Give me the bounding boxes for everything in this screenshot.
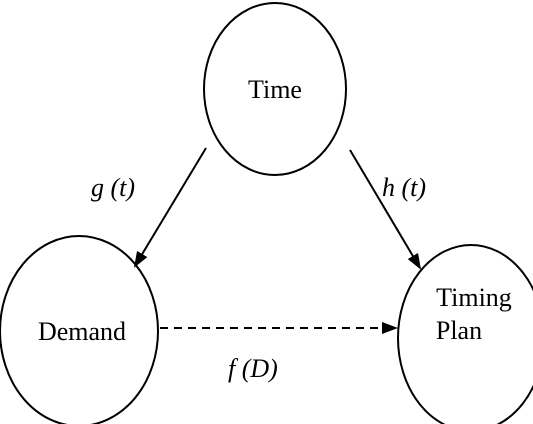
edge-time-to-timing-plan-arrow bbox=[349, 149, 422, 270]
node-timing-plan-label-line2: Plan bbox=[436, 316, 482, 345]
node-timing-plan-label-line1: Timing bbox=[436, 283, 512, 312]
node-time-ellipse bbox=[203, 2, 347, 176]
edge-time-to-demand-arrow bbox=[133, 147, 207, 268]
node-time-label: Time bbox=[248, 75, 302, 104]
edge-time-to-demand-label: g (t) bbox=[91, 173, 135, 202]
node-time: Time bbox=[203, 2, 347, 176]
node-demand: Demand bbox=[0, 235, 159, 424]
edge-time-to-timing-plan-label: h (t) bbox=[382, 173, 426, 202]
node-demand-ellipse bbox=[0, 235, 159, 424]
node-demand-label: Demand bbox=[38, 317, 126, 346]
node-timing-plan-ellipse bbox=[397, 244, 533, 424]
node-timing-plan: Timing Plan bbox=[397, 244, 533, 424]
edge-demand-to-timing-plan-label: f (D) bbox=[228, 354, 278, 383]
